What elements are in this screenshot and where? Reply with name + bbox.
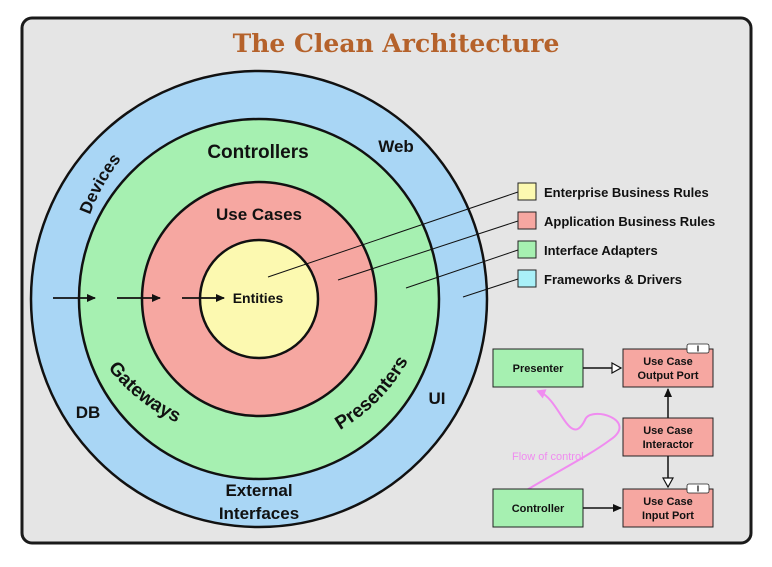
input-port-label-1: Use Case — [643, 496, 693, 508]
legend-swatch-enterprise — [517, 182, 537, 201]
leader-adapters — [405, 249, 519, 289]
legend-swatch-frameworks — [517, 269, 537, 288]
label-external-interfaces-line1: External — [225, 481, 292, 500]
legend-label-enterprise: Enterprise Business Rules — [544, 185, 709, 200]
label-ui: UI — [429, 389, 446, 408]
label-web: Web — [378, 137, 414, 156]
controller-box — [492, 488, 584, 528]
legend: Enterprise Business Rules Application Bu… — [517, 182, 715, 288]
interactor-label-2: Interactor — [643, 439, 694, 451]
input-port-box — [622, 488, 714, 528]
label-db: DB — [76, 403, 101, 422]
ring-enterprise-business-rules — [198, 238, 320, 360]
leader-frameworks — [462, 278, 519, 298]
output-port-interface-label: I — [697, 345, 699, 354]
label-external-interfaces-line2: Interfaces — [219, 504, 299, 523]
label-entities: Entities — [233, 290, 284, 306]
output-port-interface-tag — [686, 343, 710, 354]
legend-label-adapters: Interface Adapters — [544, 243, 658, 258]
output-port-label-2: Output Port — [637, 370, 698, 382]
flow-of-control-label: Flow of control — [512, 451, 584, 463]
input-port-label-2: Input Port — [642, 510, 694, 522]
flow-of-control-curve — [519, 389, 621, 495]
leader-enterprise — [267, 191, 519, 278]
legend-label-application: Application Business Rules — [544, 214, 715, 229]
flow-of-control-diagram: Flow of control Presenter Use Case Outpu… — [492, 343, 714, 528]
interactor-box — [622, 417, 714, 457]
label-controllers: Controllers — [207, 142, 308, 163]
presenter-box-label: Presenter — [513, 363, 564, 375]
output-port-label-1: Use Case — [643, 356, 693, 368]
controller-box-label: Controller — [512, 503, 565, 515]
legend-swatch-application — [517, 211, 537, 230]
label-use-cases: Use Cases — [216, 205, 302, 224]
input-port-interface-tag — [686, 483, 710, 494]
presenter-box — [492, 348, 584, 388]
input-port-interface-label: I — [697, 485, 699, 494]
diagram-title: The Clean Architecture — [233, 29, 560, 58]
leader-application — [337, 220, 519, 281]
interactor-label-1: Use Case — [643, 425, 693, 437]
legend-label-frameworks: Frameworks & Drivers — [544, 272, 682, 287]
output-port-box — [622, 348, 714, 388]
legend-swatch-adapters — [517, 240, 537, 259]
